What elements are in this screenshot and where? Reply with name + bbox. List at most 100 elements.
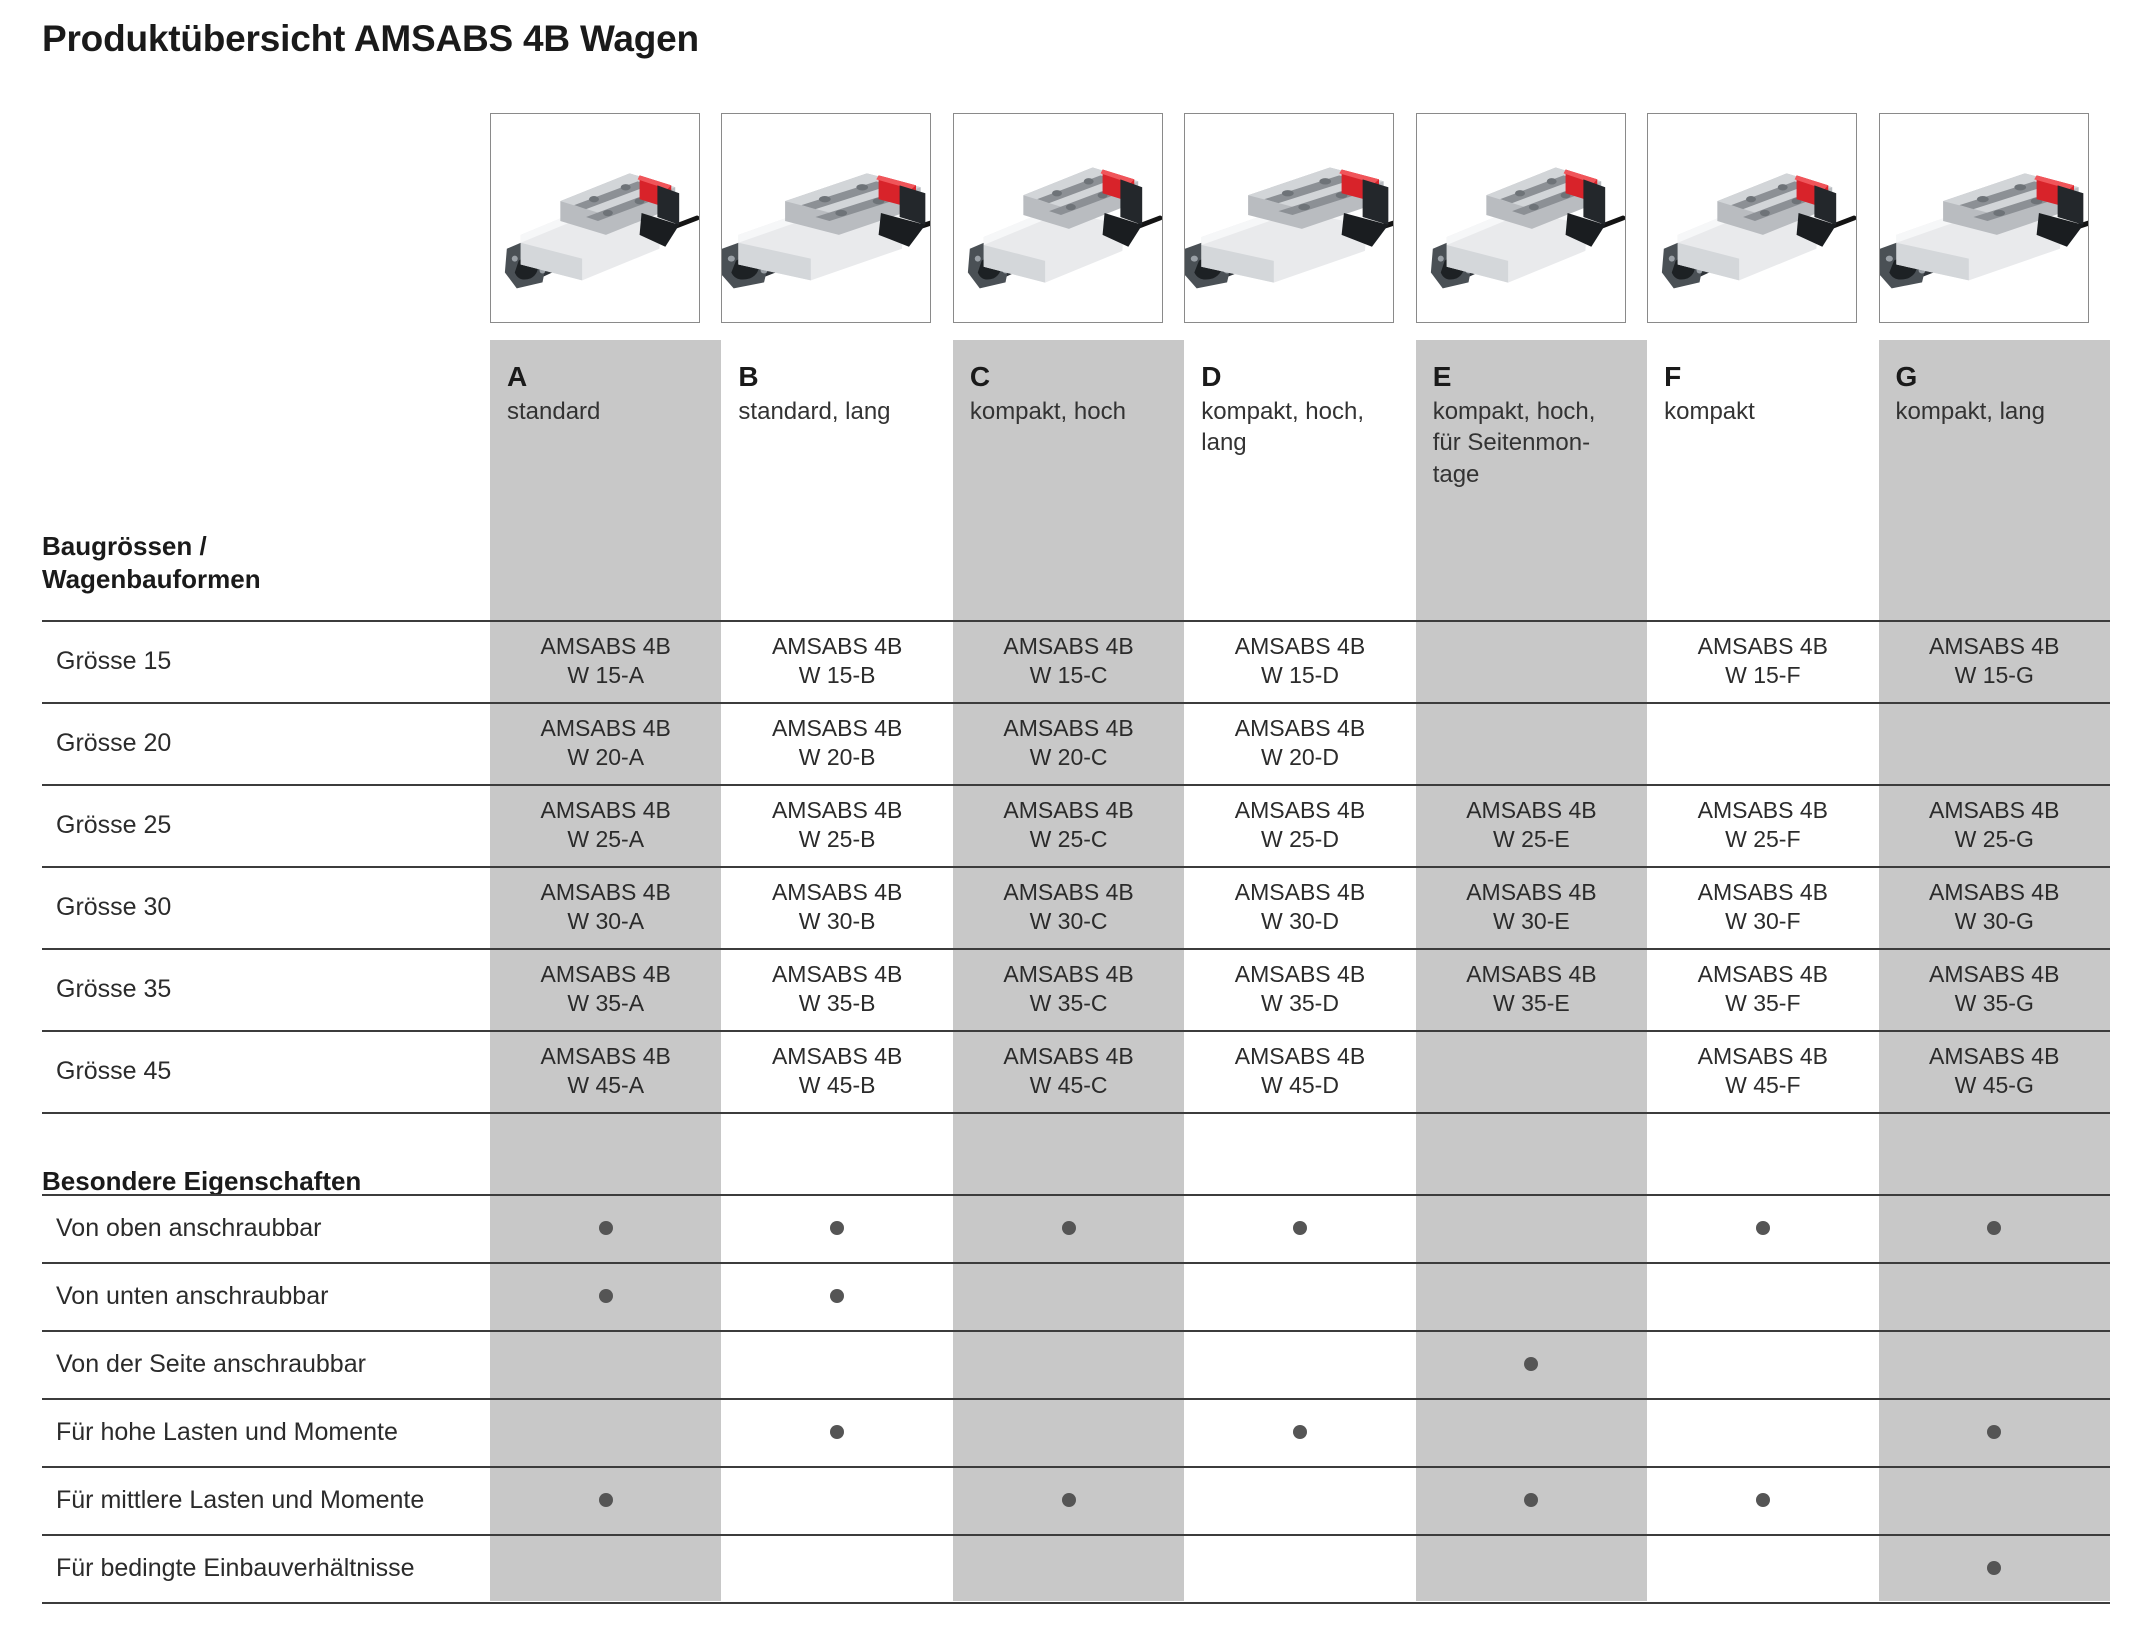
feature-cell-a: [490, 1425, 721, 1439]
feature-cell-c: [953, 1493, 1184, 1507]
feature-dot-icon: [1755, 1493, 1770, 1507]
feature-dot-icon: [598, 1493, 613, 1507]
rule-property-2: [42, 1398, 2110, 1400]
product-code: W 15-C: [1029, 662, 1108, 688]
feature-cell-e: [1416, 1221, 1647, 1235]
feature-cell-e: [1416, 1425, 1647, 1439]
feature-dot-icon: [830, 1289, 845, 1303]
feature-cell-d: [1184, 1221, 1415, 1235]
rule-size-0: [42, 702, 2110, 704]
feature-cell-a: [490, 1493, 721, 1507]
product-code: W 30-D: [1261, 908, 1339, 934]
product-family: AMSABS 4B: [1234, 878, 1366, 905]
column-shade-e: [1415, 340, 1648, 1601]
row-label-size: Grösse 20: [56, 728, 172, 757]
product-family: AMSABS 4B: [771, 960, 903, 987]
product-code: W 45-A: [567, 1072, 645, 1098]
rule-size-2: [42, 866, 2110, 868]
product-family: AMSABS 4B: [1234, 1042, 1366, 1069]
product-code: W 20-C: [1029, 744, 1108, 770]
product-image-strip: [490, 113, 2110, 323]
product-code: W 25-G: [1954, 826, 2034, 852]
page-title: Produktübersicht AMSABS 4B Wagen: [42, 18, 699, 59]
product-family: AMSABS 4B: [1697, 796, 1829, 823]
product-code: W 30-B: [798, 908, 876, 934]
column-letter: A: [507, 361, 528, 392]
product-code: W 25-F: [1725, 826, 1801, 852]
rule-size-3: [42, 948, 2110, 950]
column-shading-layer: [490, 340, 2110, 1601]
product-cell-d: AMSABS 4B W 45-D: [1184, 1042, 1415, 1101]
row-cells: [490, 1561, 2110, 1575]
product-family: AMSABS 4B: [1234, 796, 1366, 823]
product-family: AMSABS 4B: [771, 714, 903, 741]
product-cell-f: AMSABS 4B W 25-F: [1647, 796, 1878, 855]
column-shade-c: [952, 340, 1185, 1601]
product-family: AMSABS 4B: [771, 632, 903, 659]
feature-cell-f: [1647, 1221, 1878, 1235]
feature-cell-d: [1184, 1357, 1415, 1371]
product-code: W 45-D: [1261, 1072, 1339, 1098]
feature-cell-d: [1184, 1289, 1415, 1303]
row-label-property: Für hohe Lasten und Momente: [56, 1417, 398, 1446]
feature-cell-d: [1184, 1425, 1415, 1439]
carriage-kompakt-hoch-c-icon: [952, 113, 1163, 323]
product-family: AMSABS 4B: [1003, 632, 1134, 659]
product-image-slot-a: [490, 113, 721, 323]
sizes-heading-line-2: Wagenbauformen: [42, 564, 261, 595]
feature-cell-c: [953, 1289, 1184, 1303]
carriage-kompakt-hoch-seitenmontage-e-icon: [1415, 113, 1626, 323]
product-cell-g: [1879, 714, 2110, 773]
row-cells: [490, 1425, 2110, 1439]
feature-dot-icon: [1755, 1221, 1770, 1235]
product-code: W 45-G: [1954, 1072, 2034, 1098]
table-row: Von oben anschraubbar: [42, 1194, 2110, 1262]
product-family: AMSABS 4B: [1234, 960, 1366, 987]
product-family: AMSABS 4B: [1003, 878, 1134, 905]
table-row: Für hohe Lasten und Momente: [42, 1398, 2110, 1466]
carriage-kompakt-f-icon: [1647, 113, 1858, 323]
feature-cell-g: [1879, 1561, 2110, 1575]
table-row: Für bedingte Einbauverhältnisse: [42, 1534, 2110, 1602]
product-family: AMSABS 4B: [1697, 632, 1829, 659]
product-family: AMSABS 4B: [540, 632, 671, 659]
carriage-standard-a-icon: [490, 113, 700, 323]
row-label-property: Für bedingte Einbauverhältnisse: [56, 1553, 415, 1582]
row-label-size: Grösse 25: [56, 810, 172, 839]
feature-cell-b: [721, 1493, 952, 1507]
feature-cell-b: [721, 1221, 952, 1235]
product-code: W 30-F: [1725, 908, 1801, 934]
feature-cell-d: [1184, 1493, 1415, 1507]
feature-dot-icon: [598, 1221, 613, 1235]
product-code: W 20-A: [567, 744, 645, 770]
product-cell-e: [1416, 1042, 1647, 1101]
product-cell-d: AMSABS 4B W 30-D: [1184, 878, 1415, 937]
product-image-slot-b: [721, 113, 952, 323]
row-label-property: Von oben anschraubbar: [56, 1213, 322, 1242]
product-family: AMSABS 4B: [1929, 632, 2060, 659]
product-code: W 35-C: [1029, 990, 1108, 1016]
product-code: W 35-B: [798, 990, 876, 1016]
feature-cell-b: [721, 1425, 952, 1439]
rule-property-0: [42, 1262, 2110, 1264]
product-code: W 25-E: [1493, 826, 1570, 852]
rule-size-4: [42, 1030, 2110, 1032]
